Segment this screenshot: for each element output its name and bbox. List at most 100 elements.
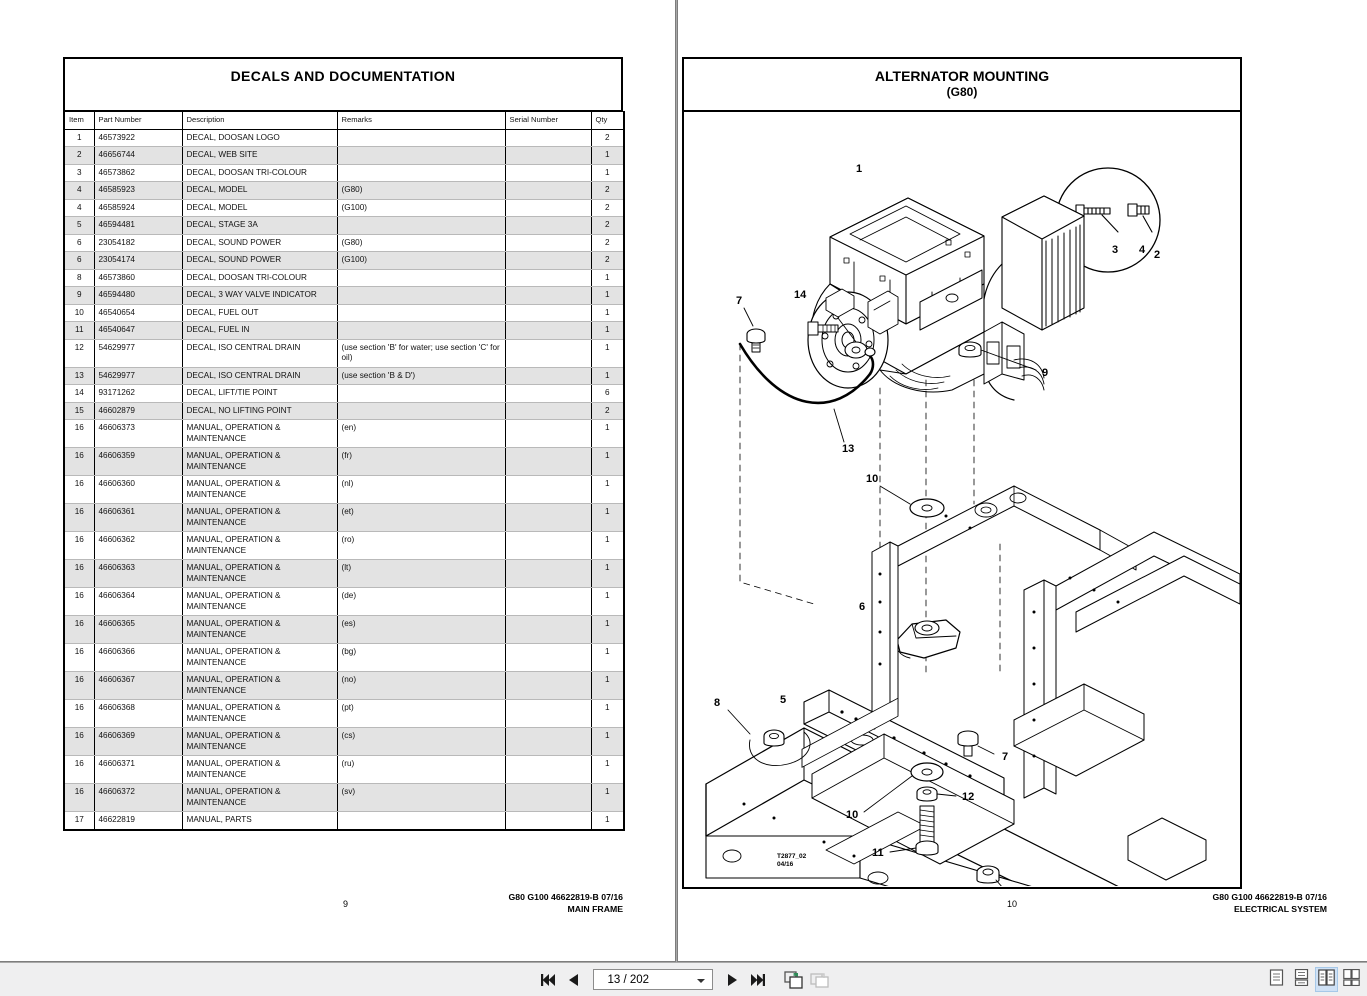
first-page-button[interactable] <box>535 967 561 993</box>
copy-page-button[interactable] <box>807 967 833 993</box>
footer-doc-ref: G80 G100 46622819-B 07/16 <box>1212 892 1327 902</box>
cell-item: 16 <box>64 447 95 476</box>
cell-remarks: (cs) <box>337 727 506 756</box>
cell-qty: 2 <box>591 181 624 200</box>
cell-description: DECAL, STAGE 3A <box>182 216 338 235</box>
cell-serial <box>505 146 592 165</box>
next-page-button[interactable] <box>719 967 745 993</box>
cell-part: 46606373 <box>94 419 183 448</box>
last-page-button[interactable] <box>745 967 771 993</box>
cell-serial <box>505 447 592 476</box>
view-mode-two-page-view[interactable] <box>1315 967 1338 992</box>
cell-part: 46602879 <box>94 402 183 420</box>
column-header-part: Part Number <box>94 111 183 130</box>
cell-qty: 1 <box>591 304 624 322</box>
cell-description: MANUAL, OPERATION & MAINTENANCE <box>182 727 338 756</box>
cell-qty: 1 <box>591 783 624 812</box>
cell-part: 46594480 <box>94 286 183 305</box>
cell-description: DECAL, DOOSAN TRI-COLOUR <box>182 269 338 287</box>
page-number-input[interactable]: 13 / 202 <box>592 969 713 990</box>
cell-serial <box>505 339 592 368</box>
drawing-title-sub: (G80) <box>946 85 978 99</box>
cell-serial <box>505 321 592 340</box>
callout-10a: 10 <box>866 473 878 485</box>
cell-qty: 1 <box>591 367 624 385</box>
cell-description: MANUAL, OPERATION & MAINTENANCE <box>182 755 338 784</box>
cell-item: 12 <box>64 339 95 368</box>
cell-item: 10 <box>64 304 95 322</box>
cell-qty: 1 <box>591 269 624 287</box>
extract-page-button[interactable] <box>781 967 807 993</box>
footer-section: ELECTRICAL SYSTEM <box>1234 904 1327 914</box>
cell-description: DECAL, 3 WAY VALVE INDICATOR <box>182 286 338 305</box>
parts-sheet: DECALS AND DOCUMENTATION Item Part Numbe… <box>63 57 625 831</box>
column-header-serial: Serial Number <box>505 111 592 130</box>
view-mode-single-page-view[interactable] <box>1265 967 1288 992</box>
chevron-down-icon[interactable] <box>696 979 705 983</box>
callout-4: 4 <box>1139 244 1146 256</box>
cell-description: DECAL, FUEL OUT <box>182 304 338 322</box>
cell-description: MANUAL, OPERATION & MAINTENANCE <box>182 475 338 504</box>
cell-qty: 1 <box>591 671 624 700</box>
triangle-right-icon <box>726 973 738 987</box>
drawing-title: ALTERNATOR MOUNTING (G80) <box>875 68 1049 100</box>
page-divider <box>676 0 677 962</box>
document-page-right[interactable]: ALTERNATOR MOUNTING (G80) <box>677 0 1367 962</box>
callout-3: 3 <box>1112 244 1118 256</box>
cell-item: 8 <box>64 269 95 287</box>
cell-qty: 6 <box>591 384 624 403</box>
cell-part: 46606361 <box>94 503 183 532</box>
view-mode-group[interactable] <box>1265 967 1363 992</box>
cell-remarks: (use section 'B & D') <box>337 367 506 385</box>
cell-serial <box>505 531 592 560</box>
cell-qty: 2 <box>591 234 624 252</box>
cell-qty: 1 <box>591 419 624 448</box>
cell-part: 46606369 <box>94 727 183 756</box>
skip-forward-icon <box>750 973 766 987</box>
cell-part: 46622819 <box>94 811 183 830</box>
cell-serial <box>505 559 592 588</box>
cell-item: 16 <box>64 783 95 812</box>
cell-remarks <box>337 216 506 235</box>
cell-remarks: (es) <box>337 615 506 644</box>
cell-description: MANUAL, OPERATION & MAINTENANCE <box>182 531 338 560</box>
cell-remarks: (pt) <box>337 699 506 728</box>
cell-description: MANUAL, OPERATION & MAINTENANCE <box>182 587 338 616</box>
cell-remarks <box>337 146 506 165</box>
cell-serial <box>505 269 592 287</box>
callout-9: 9 <box>1042 367 1048 379</box>
cell-qty: 1 <box>591 339 624 368</box>
cell-qty: 1 <box>591 587 624 616</box>
cell-item: 16 <box>64 419 95 448</box>
view-mode-continuous-page-view[interactable] <box>1290 967 1313 992</box>
page-navigation-group[interactable]: 13 / 202 <box>535 967 833 993</box>
cell-item: 16 <box>64 475 95 504</box>
cell-serial <box>505 164 592 182</box>
cell-item: 6 <box>64 234 95 252</box>
previous-page-button[interactable] <box>561 967 587 993</box>
document-page-left[interactable]: DECALS AND DOCUMENTATION Item Part Numbe… <box>0 0 676 962</box>
single-page-view-icon <box>1269 968 1284 991</box>
document-pane[interactable]: DECALS AND DOCUMENTATION Item Part Numbe… <box>0 0 1367 962</box>
cell-part: 46606362 <box>94 531 183 560</box>
two-page-view-icon <box>1318 968 1335 991</box>
cell-description: MANUAL, OPERATION & MAINTENANCE <box>182 559 338 588</box>
viewer-toolbar[interactable]: 13 / 202 <box>0 962 1367 996</box>
cell-qty: 2 <box>591 216 624 235</box>
cell-serial <box>505 727 592 756</box>
callout-2: 2 <box>1154 249 1160 261</box>
cell-item: 17 <box>64 811 95 830</box>
cell-serial <box>505 129 592 147</box>
view-mode-continuous-facing-view[interactable] <box>1340 967 1363 992</box>
page-footer-left: 9 G80 G100 46622819-B 07/16 MAIN FRAME <box>63 891 623 914</box>
